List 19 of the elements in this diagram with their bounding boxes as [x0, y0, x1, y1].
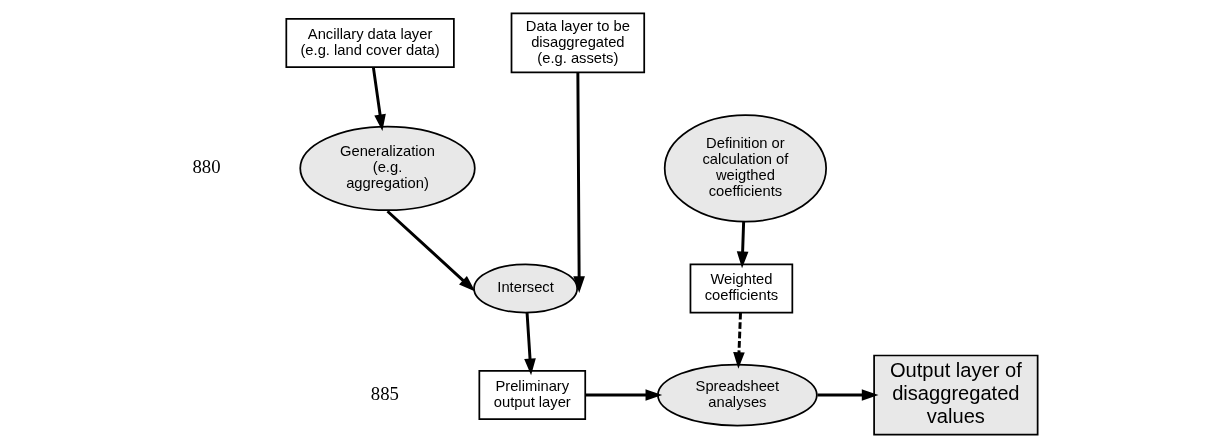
arrow	[573, 72, 585, 293]
node-ellipse: Generalization (e.g. aggregation)	[299, 125, 476, 212]
arrow	[386, 210, 476, 292]
arrow	[524, 312, 536, 376]
node-box: Output layer of disaggregated values	[873, 354, 1039, 436]
node-box: Weighted coefficients	[689, 263, 794, 314]
arrow	[736, 221, 749, 269]
node-ellipse: Spreadsheet analyses	[657, 363, 818, 427]
label: 885	[370, 383, 399, 404]
arrow	[817, 389, 879, 401]
node-box: Data layer to be disaggregated (e.g. assets)	[510, 12, 646, 74]
arrow	[371, 67, 386, 132]
arrow	[733, 312, 745, 369]
label: 880	[192, 156, 221, 178]
arrow	[585, 389, 663, 401]
node-box: Preliminary output layer	[478, 370, 587, 421]
node-box: Ancillary data layer (e.g. land cover data)	[285, 17, 455, 68]
node-ellipse: Intersect	[473, 263, 578, 314]
node-ellipse: Definition or calculation of weigthed coefficients	[663, 114, 827, 223]
